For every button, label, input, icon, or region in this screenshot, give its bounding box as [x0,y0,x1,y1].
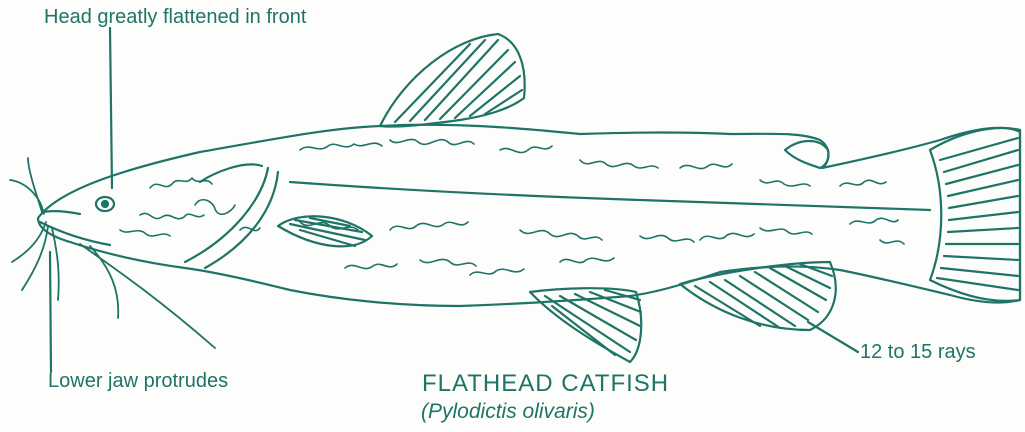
lower-jaw-label: Lower jaw protrudes [48,370,228,393]
head-leader-line [110,28,112,188]
common-name-title: FLATHEAD CATFISH [422,370,669,398]
pelvic-fin [530,288,641,362]
eye [96,197,114,211]
caudal-fin [930,128,1020,301]
pectoral-fin [278,216,372,246]
dorsal-fin [380,34,525,127]
mouth-line [40,211,110,245]
lateral-line [290,182,930,210]
scientific-name-subtitle: (Pylodictis olivaris) [421,400,595,424]
body-mottling [120,139,904,275]
head-flattened-label: Head greatly flattened in front [44,6,306,29]
adipose-fin [785,141,828,168]
jaw-leader-line [50,252,51,372]
fin-rays-label: 12 to 15 rays [860,341,976,364]
anal-fin [680,262,836,330]
